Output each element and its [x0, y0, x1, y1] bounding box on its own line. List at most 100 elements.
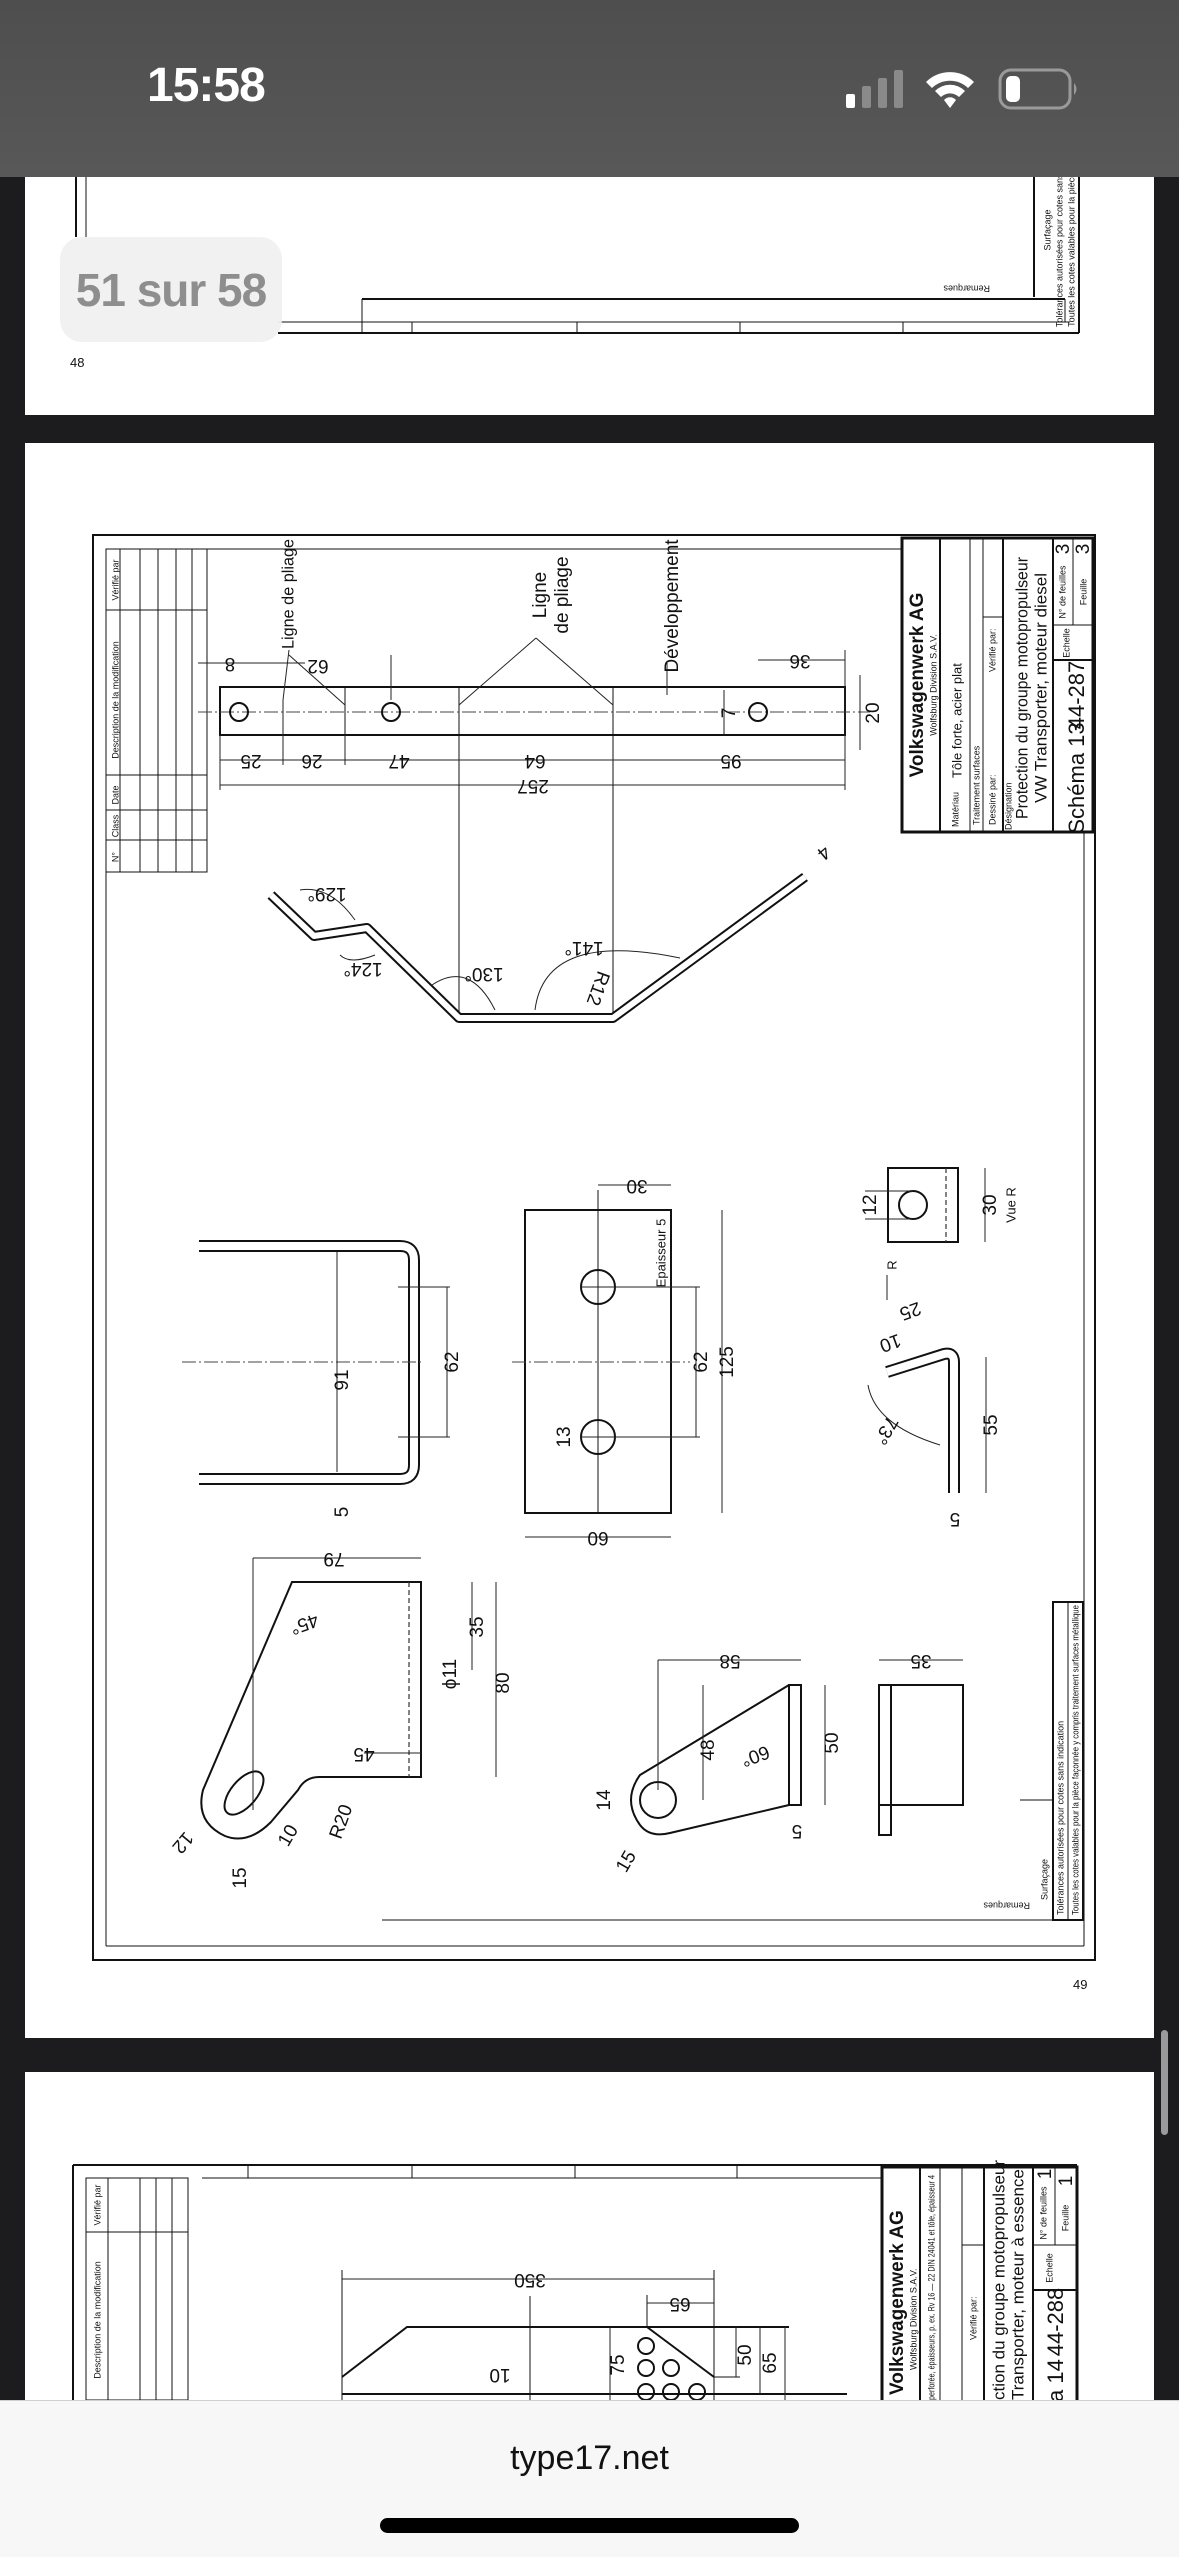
- dim-label: 91: [332, 1369, 353, 1390]
- scheme-number: a 14: [1043, 2359, 1068, 2402]
- dim-label: 125: [717, 1346, 738, 1378]
- dim-label: 25: [897, 1297, 924, 1324]
- wifi-icon: [926, 72, 974, 108]
- angle-label: 124°: [343, 958, 382, 979]
- angle-label: 129°: [307, 883, 346, 904]
- dim-label: 79: [323, 1548, 344, 1569]
- title-block: Volkswagenwerk AG Wolfsburg Division S.A…: [900, 536, 1095, 834]
- dim-label: 48: [698, 1739, 719, 1760]
- dim-label: 64: [524, 750, 546, 771]
- dim-label: 14: [594, 1789, 615, 1811]
- sheets-label: N° de feuilles: [1057, 565, 1067, 619]
- sheets-label: N° de feuilles: [1038, 2186, 1048, 2240]
- note: Tolérances autorisées pour cotes sans in…: [1054, 133, 1064, 327]
- dim-label: 10: [877, 1329, 904, 1356]
- dim-label: 13: [554, 1426, 575, 1447]
- dim-label: 12: [168, 1827, 198, 1857]
- url-label[interactable]: type17.net: [510, 2439, 669, 2477]
- angle-label: 141°: [564, 937, 603, 958]
- bottom-address-bar: type17.net: [0, 2400, 1179, 2557]
- page-49-drawing: Vérifié par Description de la modificati…: [92, 534, 1096, 1992]
- dim-label: 5: [332, 1507, 353, 1518]
- dim-label: 10: [274, 1821, 303, 1850]
- dim-label: 15: [612, 1847, 641, 1876]
- sheets-count: 3: [1053, 544, 1074, 555]
- surface-label: Traitement surfaces: [971, 745, 981, 825]
- company-name: Volkswagenwerk AG: [907, 593, 928, 778]
- material: perforée, épaisseurs, p. ex. Rv 16 — 22 …: [926, 2175, 936, 2400]
- radius-label: R20: [326, 1802, 358, 1842]
- dim-label: 47: [388, 750, 409, 771]
- dim-label: 62: [442, 1351, 463, 1372]
- angle-label: 60°: [738, 1741, 772, 1771]
- checked-by: Vérifié par:: [987, 628, 997, 672]
- designation: Protection du groupe motopropulseur: [1012, 557, 1031, 819]
- dim-label: 95: [720, 750, 741, 771]
- sheets-count: 1: [1035, 2169, 1056, 2180]
- drawing-number: 44-287: [1064, 661, 1089, 730]
- dim-label: ϕ11: [440, 1659, 461, 1689]
- dim-label: 36: [789, 650, 810, 671]
- u-bracket-view: 91 62 5: [182, 1240, 463, 1518]
- notes-block: Surfaçage Tolérances autorisées pour cot…: [983, 1601, 1084, 1921]
- dim-label: 30: [980, 1194, 1001, 1215]
- sheet-label: Feuille: [1078, 579, 1088, 606]
- revision-header: Description de la modification: [110, 641, 120, 759]
- dim-label: 26: [301, 750, 322, 771]
- scheme-number: Schéma 13: [1064, 722, 1089, 833]
- revision-header: Class: [110, 814, 120, 837]
- angle-label: 45°: [287, 1609, 321, 1639]
- drawn-by: Dessiné par:: [987, 774, 997, 825]
- designation: ction du groupe motopropulseur: [989, 2160, 1008, 2400]
- dim-label: 25: [240, 750, 261, 771]
- view-label: Vue R: [1003, 1187, 1018, 1223]
- status-bar: 15:58: [0, 0, 1179, 177]
- scrollbar[interactable]: [1161, 2030, 1168, 2135]
- material-label: Matériau: [950, 792, 960, 827]
- scale-label: Echelle: [1061, 628, 1071, 658]
- dim-label: 58: [719, 1650, 740, 1671]
- home-indicator[interactable]: [380, 2518, 799, 2533]
- sheet-number: 3: [1073, 544, 1094, 555]
- dim-label: 62: [691, 1351, 712, 1372]
- dim-label: 75: [608, 2354, 629, 2375]
- fold-line-label: Ligne: [530, 572, 551, 619]
- dim-label: 45: [353, 1743, 374, 1764]
- dim-label: 257: [517, 775, 549, 796]
- dim-label: 50: [735, 2344, 756, 2365]
- status-time: 15:58: [147, 59, 266, 112]
- angle-label: 73°: [869, 1413, 902, 1448]
- note: Toutes les cotes valables pour la pièce …: [1066, 133, 1076, 327]
- revision-header: N°: [110, 852, 120, 862]
- material: Tôle forte, acier plat: [949, 663, 964, 778]
- designation-label: Désignation: [1003, 782, 1013, 830]
- radius-label: R12: [582, 968, 614, 1008]
- revision-header: Vérifié par: [92, 2184, 102, 2225]
- dim-label: 8: [225, 653, 236, 674]
- page-number: 49: [1073, 1977, 1087, 1992]
- dim-label: 65: [760, 2352, 781, 2373]
- view-arrow-label: R: [884, 1260, 899, 1269]
- fold-line-label: Ligne de pliage: [278, 539, 297, 649]
- dim-label: 35: [467, 1616, 488, 1637]
- remarks-label: Remarques: [983, 1901, 1030, 1911]
- dim-label: 10: [489, 2364, 510, 2385]
- designation: VW Transporter, moteur diesel: [1031, 573, 1050, 803]
- note: Toutes les cotes valables pour la pièce …: [1070, 1605, 1080, 1915]
- dim-label: 60: [587, 1527, 608, 1548]
- sheet-label: Feuille: [1060, 2205, 1070, 2232]
- note: Tolérances autorisées pour cotes sans in…: [1055, 1721, 1065, 1915]
- battery-low-icon: [998, 68, 1077, 110]
- fold-line-label: de pliage: [552, 556, 573, 633]
- dim-label: 12: [860, 1194, 881, 1215]
- sheet-number: 1: [1056, 2176, 1077, 2187]
- page-48-drawing: Remarques Surfaçage Tolérances autorisée…: [70, 133, 1080, 370]
- page-indicator-text: 51 sur 58: [75, 263, 267, 316]
- note: Surfaçage: [1042, 209, 1052, 250]
- drawing-number: 44-288: [1043, 2288, 1068, 2357]
- dim-label: 35: [910, 1650, 931, 1671]
- dim-label: 7: [719, 708, 740, 719]
- revision-block: Vérifié par Description de la modificati…: [105, 548, 208, 873]
- dim-label: 50: [822, 1732, 843, 1753]
